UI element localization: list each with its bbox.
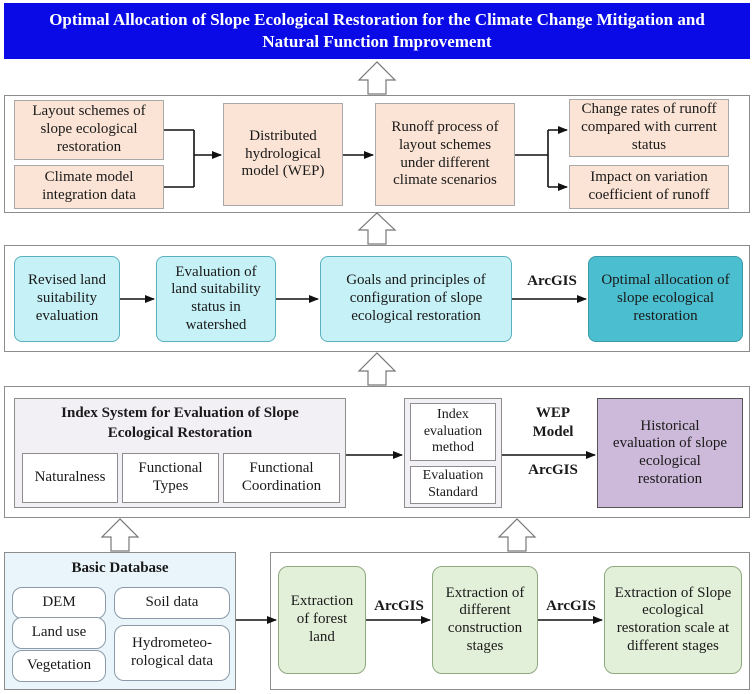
- revised-land-box: Revised land suitability evaluation: [14, 256, 120, 342]
- evaluation-status-box: Evaluation of land suitability status in…: [156, 256, 276, 342]
- wep-model-label: WEP Model: [532, 405, 574, 440]
- hydro-box: Hydrometeo- rological data: [114, 625, 230, 681]
- restoration-scale-box: Extraction of Slope ecological restorati…: [604, 566, 742, 674]
- up-arrow-extraction: [497, 518, 537, 552]
- runoff-process-box: Runoff process of layout schemes under d…: [375, 103, 515, 206]
- construction-stages-box: Extraction of different construction sta…: [432, 566, 538, 674]
- functional-coordination-box: Functional Coordination: [223, 453, 340, 503]
- up-arrow-title: [357, 61, 397, 95]
- up-arrow-row3: [357, 352, 397, 386]
- soil-box: Soil data: [114, 587, 230, 619]
- vegetation-box: Vegetation: [12, 650, 106, 682]
- climate-model-box: Climate model integration data: [14, 165, 164, 209]
- arcgis-label-row4-2: ArcGIS: [546, 598, 596, 614]
- index-method-box: Index evaluation method: [410, 403, 496, 461]
- optimal-allocation-box: Optimal allocation of slope ecological r…: [588, 256, 743, 342]
- basic-database-title: Basic Database: [71, 560, 169, 576]
- arcgis-label-row2: ArcGIS: [527, 273, 577, 289]
- evaluation-standard-box: Evaluation Standard: [410, 466, 496, 504]
- wep-model-box: Distributed hydrological model (WEP): [223, 103, 343, 206]
- historical-box: Historical evaluation of slope ecologica…: [597, 398, 743, 508]
- goals-principles-box: Goals and principles of configuration of…: [320, 256, 512, 342]
- change-rates-box: Change rates of runoff compared with cur…: [569, 99, 729, 157]
- up-arrow-row2: [357, 212, 397, 245]
- index-system-title: Index System for Evaluation of Slope Eco…: [61, 405, 299, 441]
- impact-variation-box: Impact on variation coefficient of runof…: [569, 165, 729, 209]
- arcgis-label-row3: ArcGIS: [528, 462, 578, 478]
- forest-land-box: Extraction of forest land: [278, 566, 366, 674]
- land-use-box: Land use: [12, 617, 106, 649]
- arcgis-label-row4-1: ArcGIS: [374, 598, 424, 614]
- functional-types-box: Functional Types: [122, 453, 219, 503]
- layout-schemes-box: Layout schemes of slope ecological resto…: [14, 100, 164, 160]
- page-title: Optimal Allocation of Slope Ecological R…: [4, 3, 750, 59]
- naturalness-box: Naturalness: [22, 453, 118, 503]
- up-arrow-db: [100, 518, 140, 552]
- dem-box: DEM: [12, 587, 106, 619]
